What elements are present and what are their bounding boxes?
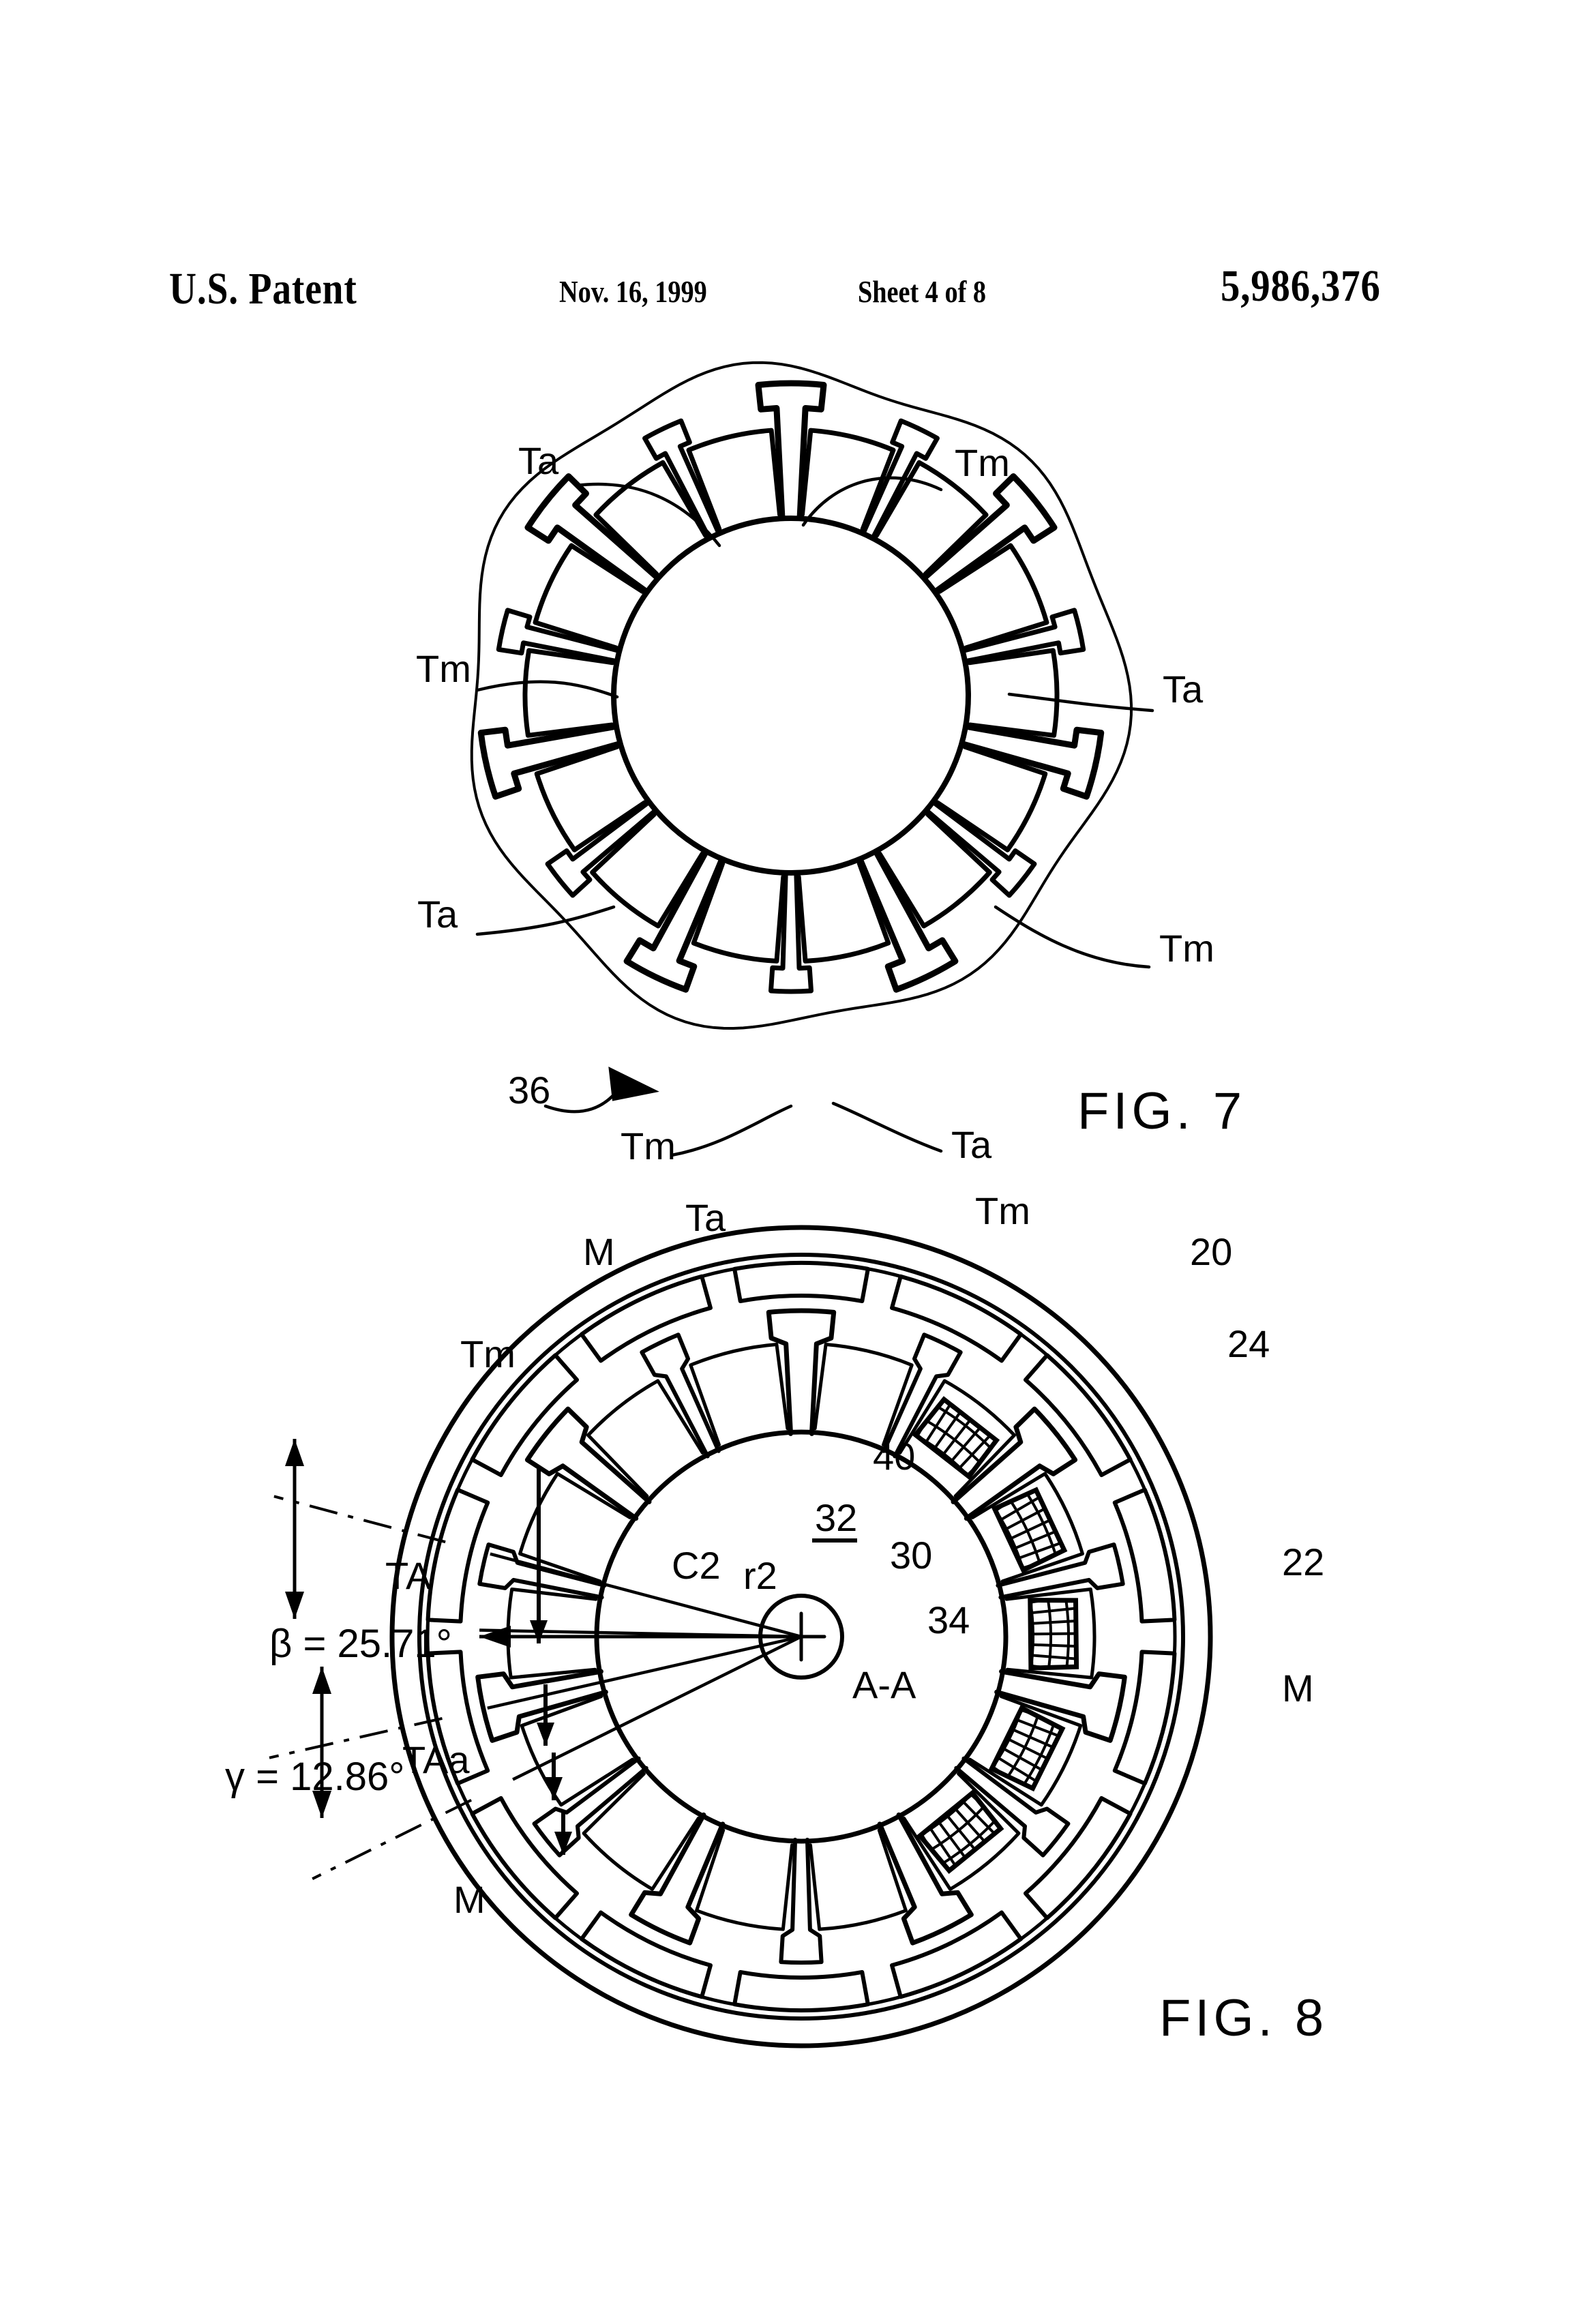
motor-cross-section-outline [389,1225,1213,2049]
figure-8-label-22: 22 [1282,1540,1324,1583]
figure-8-label-Tm: Tm [460,1332,516,1375]
figure-7-label-Ta: Ta [417,893,458,936]
figure-8-label-Tm: Tm [975,1189,1030,1232]
figure-7-label-Tm: Tm [621,1124,676,1167]
sheet-number-label: Sheet 4 of 8 [858,275,987,309]
figure-8-label-M: M [453,1878,486,1921]
figure-7-label-Ta: Ta [518,439,559,482]
figure-8-label-24: 24 [1227,1322,1270,1365]
figure-8-label-Ta: Ta [685,1196,726,1239]
figure-8-label-M: M [1282,1667,1314,1710]
figure-8-label-M: M [583,1230,615,1273]
winding-hatch-group [912,1396,1079,1875]
figure-8-caption: FIG. 8 [1159,1989,1328,2047]
figure-8-label-32: 32 [815,1496,857,1539]
figure-8-label-TAa: TAa [402,1738,470,1781]
stator-lamination-outline [477,380,1105,994]
figure-8-label-TA: TA [385,1554,432,1597]
patent-number-label: 5,986,376 [1221,261,1381,311]
figure-7-label-Ta: Ta [1163,668,1204,711]
figure-8-label-AA: A-A [852,1663,916,1706]
patent-office-label: U.S. Patent [169,264,357,314]
figure-8-label-20: 20 [1190,1230,1232,1273]
figure-8-label-30: 30 [890,1534,932,1577]
figure-7-label-Tm: Tm [955,441,1010,484]
figure-7-label-Ta: Ta [951,1123,992,1166]
figure-8-label-C2: C2 [672,1544,721,1587]
figure-8-label-2571: β = 25.71° [269,1622,452,1666]
angle-dimension-group [269,1439,802,1880]
patent-header: U.S. Patent Nov. 16, 1999 Sheet 4 of 8 5… [0,130,1582,314]
figure-7-label-Tm: Tm [416,647,471,690]
figure-7-label-36: 36 [508,1069,550,1112]
figure-8-label-34: 34 [927,1598,970,1641]
figure-7-label-Tm: Tm [1159,927,1214,970]
figure-8-label-40: 40 [873,1435,915,1478]
leader-lines [470,361,1154,1157]
figure-7-caption: FIG. 7 [1077,1082,1246,1140]
figure-8-label-1286: γ = 12.86° [225,1755,404,1799]
patent-date-label: Nov. 16, 1999 [559,275,707,309]
figure-8-label-r2: r2 [743,1554,777,1597]
